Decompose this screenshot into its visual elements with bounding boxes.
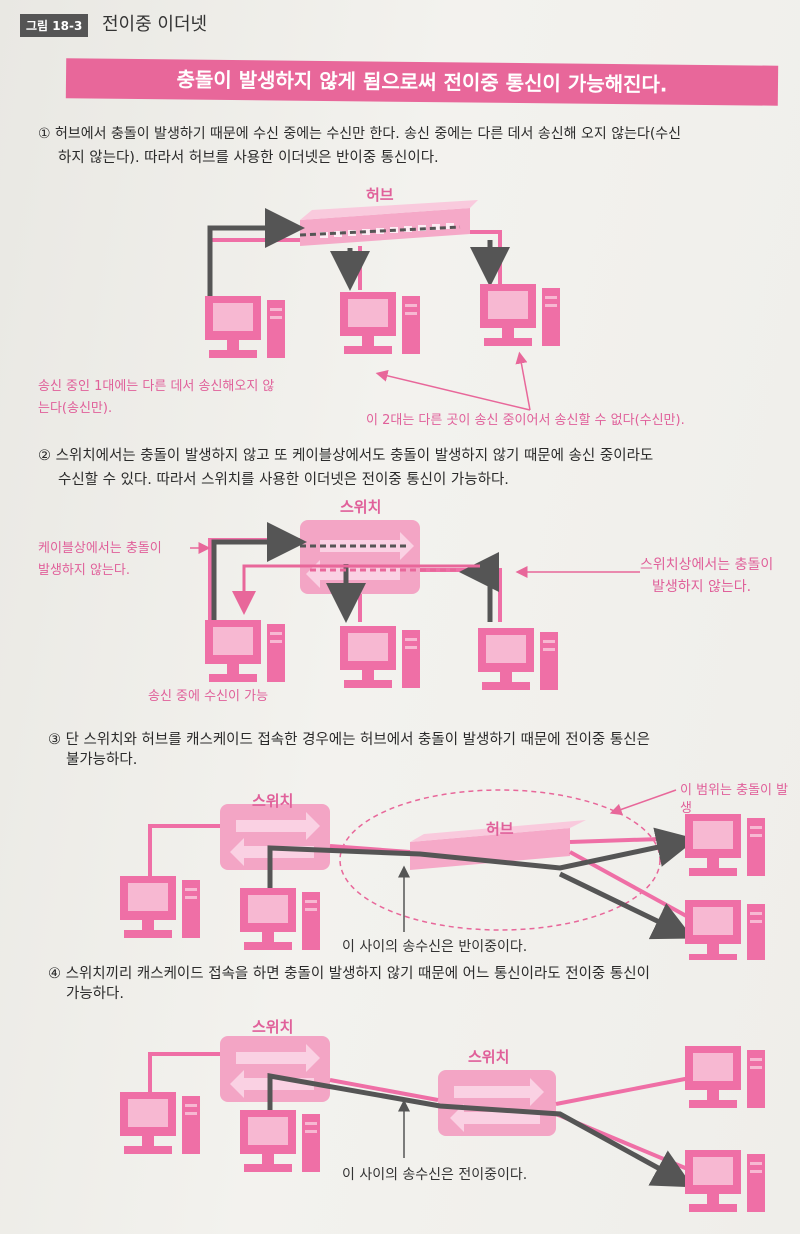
section4-switch2-label: 스위치	[468, 1048, 510, 1066]
section3-hub-label: 허브	[486, 820, 514, 838]
section3-text-line1: ③ 단 스위치와 허브를 캐스케이드 접속한 경우에는 허브에서 충돌이 발생하…	[48, 732, 650, 748]
pc-c	[478, 628, 558, 690]
switch-device-1	[220, 1036, 330, 1102]
section2-right-note-line1: 스위치상에서는 충돌이	[640, 557, 774, 573]
cascade-hub-diagram	[120, 789, 765, 960]
pc-d	[685, 1150, 765, 1212]
hub-device	[300, 200, 478, 246]
section1-text-line1: ① 허브에서 충돌이 발생하기 때문에 수신 중에는 수신만 한다. 송신 중에…	[38, 126, 682, 142]
figure-banner: 충돌이 발생하지 않게 됨으로써 전이중 통신이 가능해진다.	[65, 58, 779, 106]
figure-number: 그림 18-3	[20, 14, 89, 37]
pc-c	[685, 1046, 765, 1108]
section2-text-line1: ② 스위치에서는 충돌이 발생하지 않고 또 케이블상에서도 충돌이 발생하지 …	[38, 448, 654, 464]
pc-b	[240, 1110, 320, 1172]
hub-label: 허브	[366, 186, 394, 204]
pc-sender	[205, 296, 285, 358]
switch-diagram	[190, 520, 640, 690]
section4-text-line2: 가능하다.	[66, 986, 124, 1002]
hub-diagram	[205, 200, 560, 411]
switch-device-2	[438, 1070, 556, 1136]
pc-b	[340, 626, 420, 688]
section3-range-note: 이 범위는 충돌이 발생	[680, 783, 789, 816]
section3-text-line2: 불가능하다.	[66, 752, 138, 768]
section3-bottom-note: 이 사이의 송수신은 반이중이다.	[342, 939, 528, 955]
switch-label: 스위치	[340, 498, 382, 516]
cascade-switch-diagram	[120, 1036, 765, 1212]
section2-left-note-line1: 케이블상에서는 충돌이	[38, 541, 162, 556]
pc-b	[240, 888, 320, 950]
pc-a	[205, 620, 285, 682]
section2-text-line2: 수신할 수 있다. 따라서 스위치를 사용한 이더넷은 전이중 통신이 가능하다…	[58, 472, 509, 488]
section1-text-line2: 하지 않는다). 따라서 허브를 사용한 이더넷은 반이중 통신이다.	[58, 150, 439, 166]
figure-title: 전이중 이더넷	[102, 14, 208, 35]
section4-text-line1: ④ 스위치끼리 캐스케이드 접속을 하면 충돌이 발생하지 않기 때문에 어느 …	[48, 966, 650, 982]
section1-bottom-note: 이 2대는 다른 곳이 송신 중이어서 송신할 수 없다(수신만).	[366, 413, 685, 428]
section2-bottom-note: 송신 중에 수신이 가능	[148, 689, 269, 704]
switch-device	[220, 804, 330, 870]
pc-receiver-1	[340, 292, 420, 354]
pc-d	[685, 900, 765, 960]
section4-bottom-note: 이 사이의 송수신은 전이중이다.	[342, 1167, 528, 1183]
pc-receiver-2	[480, 284, 560, 346]
section4-switch1-label: 스위치	[252, 1018, 294, 1036]
pc-a	[120, 876, 200, 938]
section3-switch-label: 스위치	[252, 792, 294, 810]
section1-left-note-line1: 송신 중인 1대에는 다른 데서 송신해오지 않	[38, 379, 275, 394]
switch-device	[300, 520, 420, 594]
section2-right-note-line2: 발생하지 않는다.	[652, 579, 752, 595]
pc-a	[120, 1092, 200, 1154]
pc-c	[685, 814, 765, 876]
section2-left-note-line2: 발생하지 않는다.	[38, 563, 130, 578]
section1-left-note-line2: 는다(송신만).	[38, 401, 113, 416]
